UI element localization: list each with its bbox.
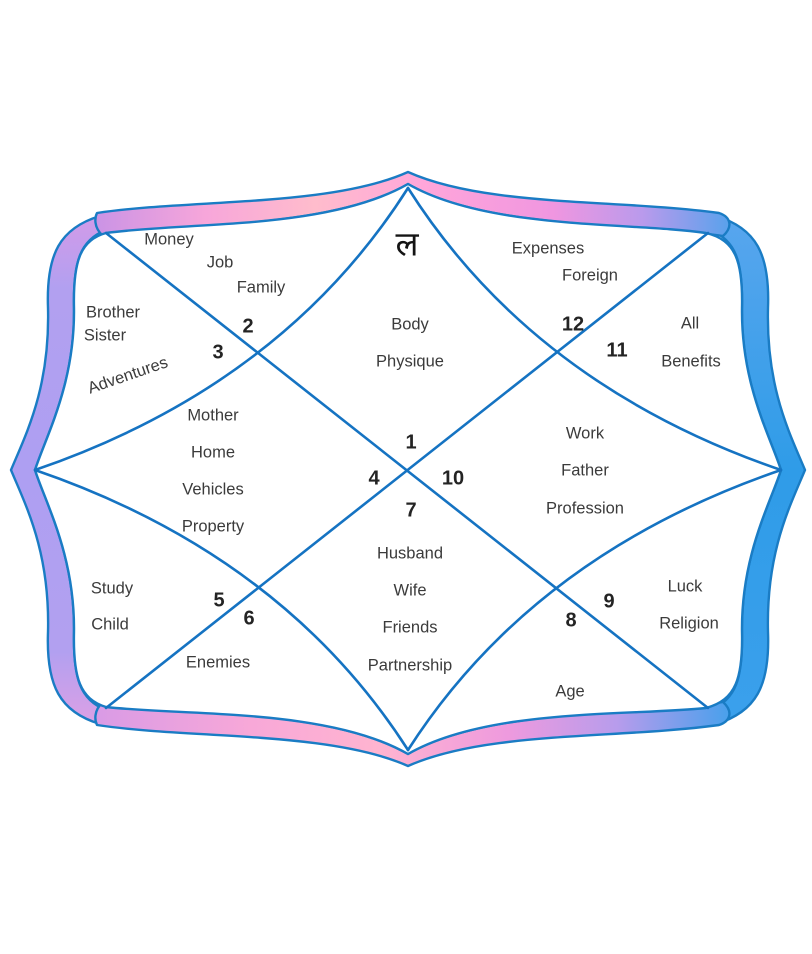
diamond-edge-top-right bbox=[406, 186, 783, 472]
house-10-label-profession: Profession bbox=[546, 499, 624, 517]
lagna-symbol: ल bbox=[395, 225, 419, 265]
house-3-number: 3 bbox=[212, 341, 223, 363]
house-5-number: 5 bbox=[213, 589, 224, 611]
house-12-number: 12 bbox=[562, 313, 584, 335]
house-7-label-husband: Husband bbox=[377, 544, 443, 562]
house-1-label-physique: Physique bbox=[376, 352, 444, 370]
diamond-edge-bottom-right bbox=[406, 468, 783, 752]
house-1-label-body: Body bbox=[391, 315, 429, 333]
house-10-number: 10 bbox=[442, 467, 464, 489]
house-4-label-vehicles: Vehicles bbox=[182, 480, 243, 498]
house-11-number: 11 bbox=[606, 339, 627, 361]
house-4-number: 4 bbox=[368, 467, 380, 489]
house-10-label-father: Father bbox=[561, 461, 609, 479]
diamond-edge-bottom-left bbox=[33, 468, 410, 752]
house-9-label-religion: Religion bbox=[659, 614, 719, 632]
house-9-number: 9 bbox=[603, 590, 614, 612]
house-5-label-child: Child bbox=[91, 615, 129, 633]
house-8-label-age: Age bbox=[555, 682, 584, 700]
house-2-label-family: Family bbox=[237, 278, 286, 296]
house-11-label-benefits: Benefits bbox=[661, 352, 721, 370]
house-7-label-wife: Wife bbox=[394, 581, 427, 599]
house-3-label-brother: Brother bbox=[86, 303, 141, 321]
house-3-label-sister: Sister bbox=[84, 326, 127, 344]
house-2-label-job: Job bbox=[207, 253, 234, 271]
house-10-label-work: Work bbox=[566, 424, 605, 442]
house-12-label-foreign: Foreign bbox=[562, 266, 618, 284]
house-9-label-luck: Luck bbox=[668, 577, 704, 595]
house-7-label-partnership: Partnership bbox=[368, 656, 452, 674]
house-7-number: 7 bbox=[405, 499, 416, 521]
house-8-number: 8 bbox=[565, 609, 576, 631]
house-6-label-enemies: Enemies bbox=[186, 653, 250, 671]
house-6-number: 6 bbox=[243, 607, 254, 629]
house-4-label-mother: Mother bbox=[187, 406, 239, 424]
house-5-label-study: Study bbox=[91, 579, 134, 597]
house-11-label-all: All bbox=[681, 314, 699, 332]
house-2-number: 2 bbox=[242, 315, 253, 337]
house-4-label-property: Property bbox=[182, 517, 245, 535]
house-4-label-home: Home bbox=[191, 443, 235, 461]
house-1-number: 1 bbox=[405, 431, 416, 453]
house-2-label-money: Money bbox=[144, 230, 194, 248]
house-12-label-expenses: Expenses bbox=[512, 239, 584, 257]
house-7-label-friends: Friends bbox=[382, 618, 437, 636]
diagonal-line-tr-bl bbox=[104, 231, 710, 710]
diamond-edge-top-left bbox=[33, 186, 410, 472]
